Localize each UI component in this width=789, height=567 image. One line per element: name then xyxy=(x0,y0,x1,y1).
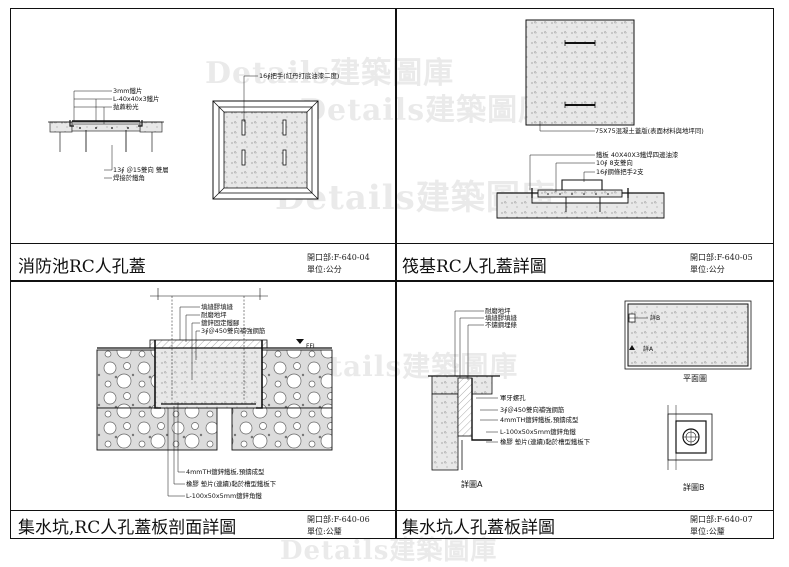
label-angle: L-40x40x3鐵片 xyxy=(113,94,159,103)
drawing-code: 開口部:F-640-05 xyxy=(690,253,753,262)
panel-4-plan: 詳B 詳A 平面圖 xyxy=(624,300,752,383)
label-anchor: 鍍鋅固定鐵腳 xyxy=(201,318,239,327)
vertical-divider xyxy=(395,9,397,538)
panel-1-plan: 16∮把手(紅丹打底油漆二度) xyxy=(212,71,339,200)
label-finish: 拋蔴粉光 xyxy=(113,102,139,111)
label-plate: 3mm鐵片 xyxy=(113,86,142,95)
drawing-unit: 單位:公釐 xyxy=(307,527,342,536)
drawing-sheet-frame xyxy=(10,8,774,539)
label-frame: 鐵板 40X40X3鐵焊四邊油漆 xyxy=(596,150,679,159)
label-detail-b: 詳圖B xyxy=(683,482,705,492)
label-slab: 75X75混凝土蓋版(表面材料與地坪同) xyxy=(595,126,704,135)
label-weld: 焊接於鐵角 xyxy=(113,173,145,182)
panel-title: 消防池RC人孔蓋 xyxy=(18,257,146,277)
title-rule xyxy=(10,243,774,244)
label-plate: 4mmTH鍍鋅鐵板,預鑄成型 xyxy=(186,467,265,476)
drawing-unit: 單位:公分 xyxy=(307,265,342,274)
drawing-code: 開口部:F-640-07 xyxy=(690,515,753,524)
label-hole: 軍牙螺孔 xyxy=(500,393,526,402)
label-rubber: 橡膠 墊片(連續)黏於槽型鐵板下 xyxy=(186,479,277,488)
label-rebar: 3∮＠450雙向補強鋼筋 xyxy=(500,405,565,414)
label-rebar: 10∮ 8支雙向 xyxy=(596,158,633,167)
panel-title: 筏基RC人孔蓋詳圖 xyxy=(402,257,547,277)
panel-2-section: 鐵板 40X40X3鐵焊四邊油漆 10∮ 8支雙向 16∮鋼條把手2支 xyxy=(496,150,679,219)
drawing-code: 開口部:F-640-04 xyxy=(307,253,370,262)
label-angle: L-100x50x5mm鍍鋅角鐵 xyxy=(186,491,262,500)
label-rubber: 橡膠 墊片(連續)黏於槽型鐵板下 xyxy=(500,437,591,446)
label-floor: 耐磨地坪 xyxy=(201,310,227,319)
label-mark-a: 詳A xyxy=(643,345,654,353)
label-handle: 16∮鋼條把手2支 xyxy=(596,167,644,176)
label-plate: 4mmTH鍍鋅鐵板,預鑄成型 xyxy=(500,415,579,424)
label-detail-a: 詳圖A xyxy=(461,479,483,489)
panel-4-detail-a: 耐磨地坪 填縫膠填縫 不鏽鋼埋條 軍牙螺孔 3∮＠450雙向補強鋼筋 4mmTH… xyxy=(428,306,591,489)
panel-2-plan: 75X75混凝土蓋版(表面材料與地坪同) xyxy=(525,19,704,135)
panel-3-section: FFL 填縫膠填縫 耐磨地坪 鍍鋅固定鐵腳 3∮＠450雙向補強鋼筋 4mmTH… xyxy=(96,288,333,500)
drawing-unit: 單位:公釐 xyxy=(690,527,725,536)
label-rebar: 13∮ ＠15雙向 雙層 xyxy=(113,165,169,174)
label-angle: L-100x50x5mm鍍鋅角鐵 xyxy=(500,427,576,436)
label-plan: 平面圖 xyxy=(683,374,707,383)
label-rebar: 3∮＠450雙向補強鋼筋 xyxy=(201,326,266,335)
watermark: Details建築圖庫 xyxy=(300,93,550,128)
panel-4-detail-b: 詳圖B xyxy=(667,405,713,492)
panel-title: 集水坑,RC人孔蓋板剖面詳圖 xyxy=(18,518,237,538)
label-handle: 16∮把手(紅丹打底油漆二度) xyxy=(259,71,339,80)
label-steel: 不鏽鋼埋條 xyxy=(485,320,518,329)
label-ffl: FFL xyxy=(306,343,317,350)
drawing-canvas: 3mm鐵片 L-40x40x3鐵片 拋蔴粉光 13∮ ＠15雙向 雙層 焊接於鐵… xyxy=(48,19,752,500)
label-caulk: 填縫膠填縫 xyxy=(485,313,518,322)
drawing-unit: 單位:公分 xyxy=(690,265,725,274)
panel-1-section: 3mm鐵片 L-40x40x3鐵片 拋蔴粉光 13∮ ＠15雙向 雙層 焊接於鐵… xyxy=(48,86,169,182)
label-mark-b: 詳B xyxy=(650,314,660,322)
label-floor: 耐磨地坪 xyxy=(485,306,511,315)
title-rule xyxy=(10,510,774,511)
horizontal-divider xyxy=(11,280,773,282)
watermark: Details建築圖庫 xyxy=(205,56,455,91)
panel-title: 集水坑人孔蓋板詳圖 xyxy=(402,518,555,538)
drawing-code: 開口部:F-640-06 xyxy=(307,515,370,524)
label-caulk: 填縫膠填縫 xyxy=(201,302,234,311)
